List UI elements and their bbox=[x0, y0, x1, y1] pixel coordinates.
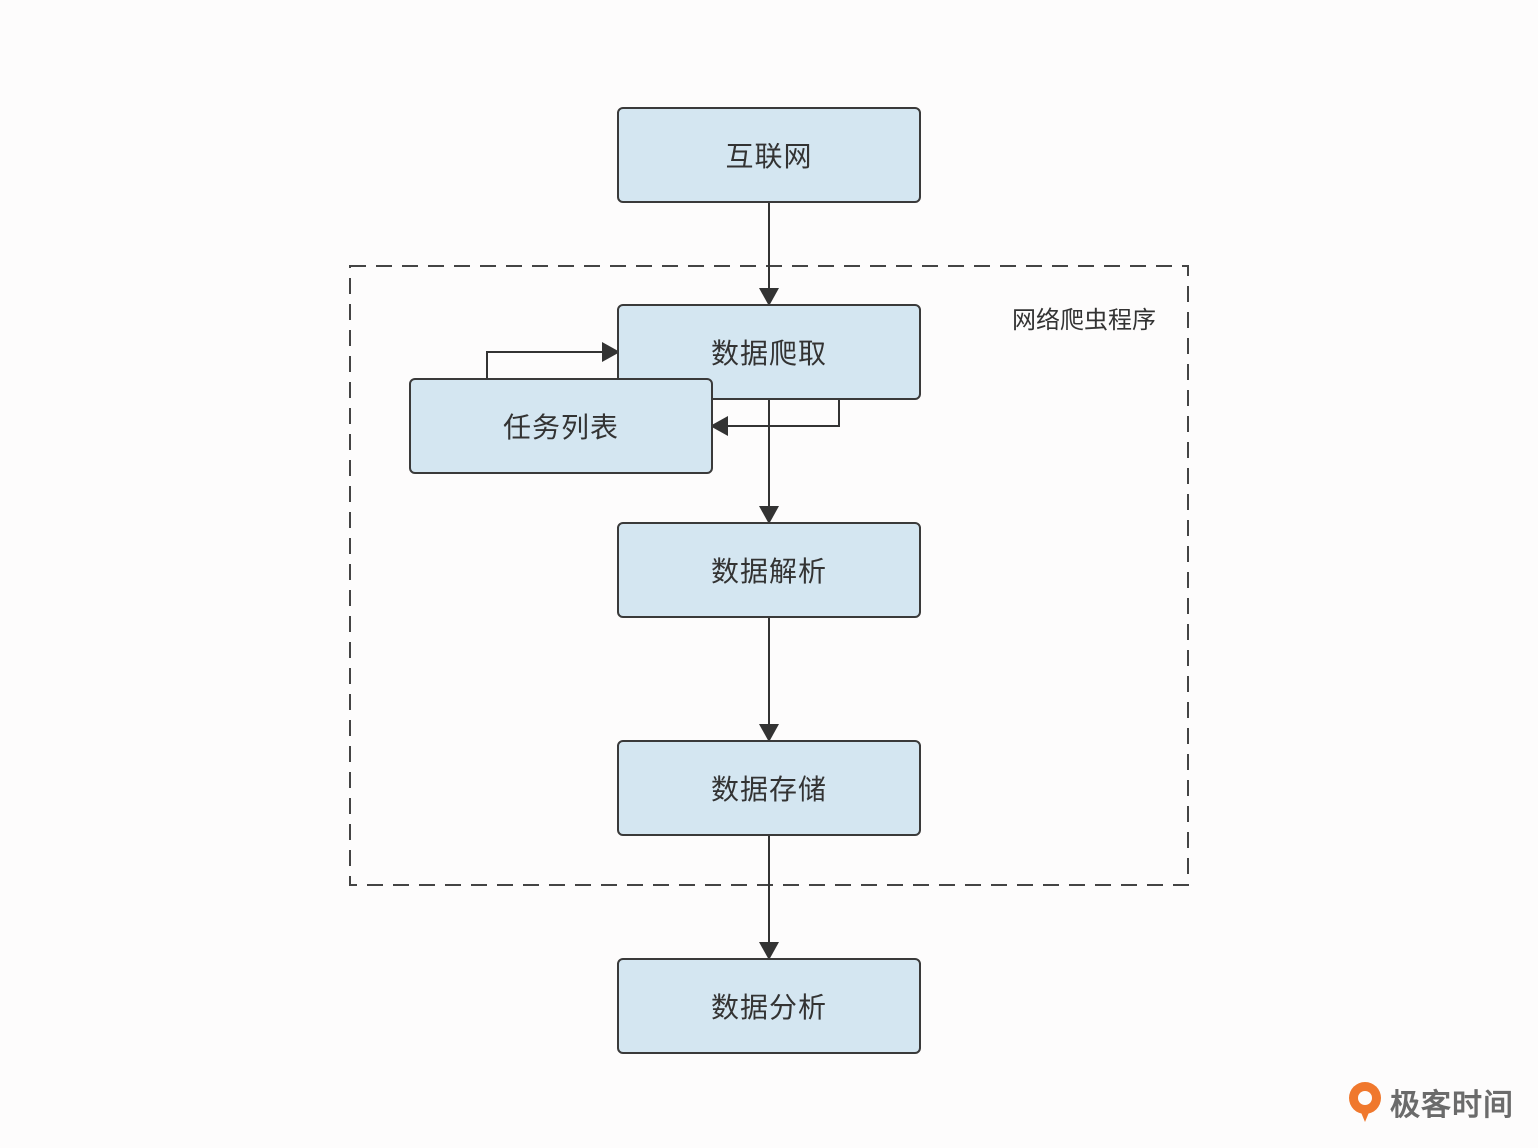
edge-crawl-to-tasks bbox=[710, 400, 840, 436]
brand-name: 极客时间 bbox=[1390, 1088, 1514, 1123]
node-data-parse: 数据解析 bbox=[617, 522, 921, 618]
brand-watermark: 极客时间 bbox=[1346, 1080, 1514, 1124]
node-data-store: 数据存储 bbox=[617, 740, 921, 836]
edge-tasks-to-crawl bbox=[486, 342, 620, 378]
geektime-logo-icon bbox=[1349, 1082, 1381, 1122]
node-task-list: 任务列表 bbox=[409, 378, 713, 474]
node-internet: 互联网 bbox=[617, 107, 921, 203]
node-data-analyze: 数据分析 bbox=[617, 958, 921, 1054]
crawler-group-label: 网络爬虫程序 bbox=[1012, 306, 1156, 334]
node-data-crawl: 数据爬取 bbox=[617, 304, 921, 400]
